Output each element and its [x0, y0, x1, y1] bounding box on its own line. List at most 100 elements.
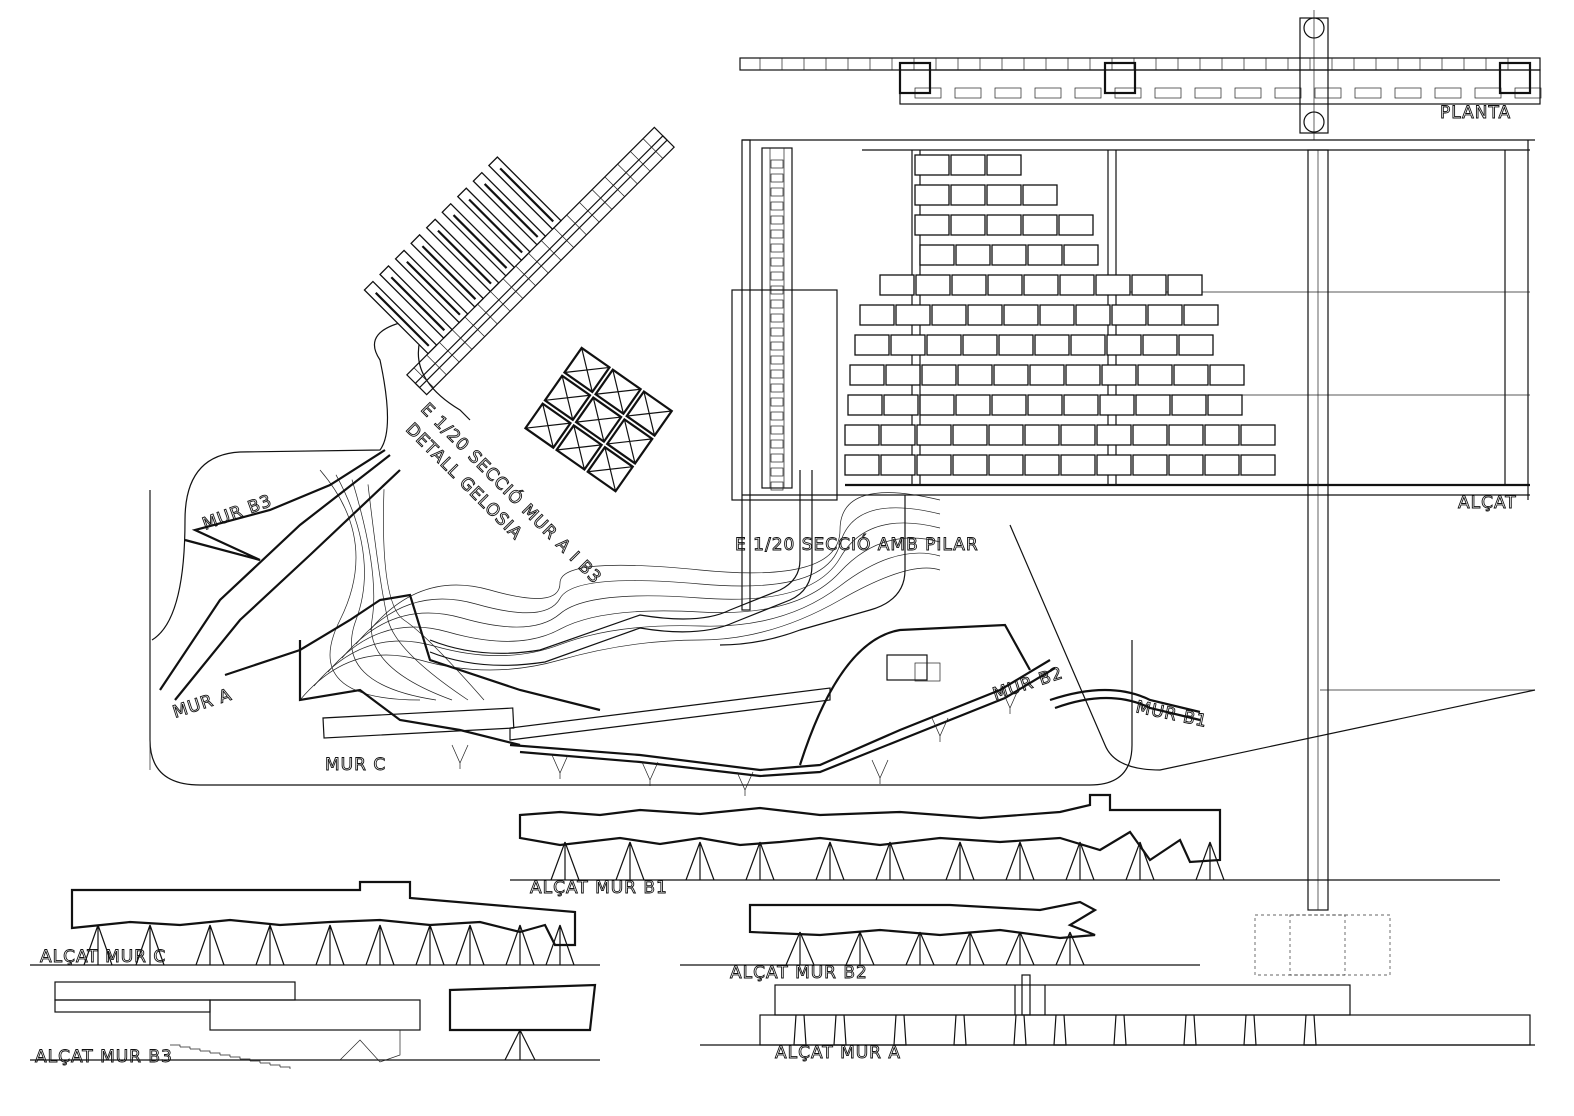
gelosia-brick — [1207, 394, 1243, 416]
c-pylon — [135, 924, 165, 966]
pillar-tick — [770, 201, 784, 211]
gelosia-cell — [625, 389, 674, 438]
ground-step — [240, 1058, 251, 1061]
wall-pillar — [551, 754, 569, 779]
gelosia-brick — [1171, 394, 1207, 416]
gelosia-brick — [987, 274, 1023, 296]
section-tick — [439, 342, 460, 363]
gelosia-brick — [844, 454, 880, 476]
contour-line — [313, 552, 941, 687]
pillar-tick — [770, 299, 784, 309]
b1-pylon — [1065, 841, 1095, 881]
gelosia-brick — [988, 454, 1024, 476]
ground-step — [260, 1062, 271, 1065]
b1-pylon — [615, 841, 645, 881]
gelosia-cross — [607, 419, 653, 464]
section-fin-core — [437, 229, 492, 285]
planta-block — [1234, 87, 1262, 99]
gelosia-brick — [1204, 424, 1240, 446]
planta-block — [1354, 87, 1382, 99]
gelosia-brick — [880, 454, 916, 476]
section-tick — [413, 367, 434, 388]
gelosia-brick — [1096, 424, 1132, 446]
mur-b1-label: MUR B1 — [1134, 697, 1209, 732]
gelosia-brick — [1240, 454, 1276, 476]
ground-step — [190, 1048, 201, 1051]
gelosia-brick — [1142, 334, 1178, 356]
gelosia-brick — [847, 394, 883, 416]
section-tick — [540, 240, 562, 261]
gelosia-brick — [951, 274, 987, 296]
gelosia-brick — [1060, 424, 1096, 446]
gelosia-brick — [1039, 304, 1075, 326]
planta-block — [1274, 87, 1302, 99]
ground-step — [180, 1046, 191, 1049]
gelosia-brick — [1034, 334, 1070, 356]
gelosia-brick — [914, 154, 950, 176]
gelosia-brick — [1027, 394, 1063, 416]
planta-block — [1434, 87, 1462, 99]
ground-step — [250, 1060, 261, 1063]
planta-block — [994, 87, 1022, 99]
gelosia-brick — [1099, 394, 1135, 416]
gelosia-brick — [950, 214, 986, 236]
gelosia-brick — [1029, 364, 1065, 386]
a-pylon — [893, 1014, 907, 1046]
gelosia-bricks — [844, 154, 1276, 476]
section-fin-core — [452, 214, 508, 269]
gelosia-brick — [986, 154, 1022, 176]
pillar-tick — [770, 355, 784, 365]
planta-block — [954, 87, 982, 99]
c-pylon — [505, 924, 535, 966]
section-fin-core — [374, 292, 430, 347]
gelosia-brick — [1095, 274, 1131, 296]
b3-pylon — [504, 1029, 536, 1061]
section-fin-core — [406, 260, 461, 316]
gelosia-brick — [1058, 214, 1094, 236]
gelosia-cross — [544, 375, 591, 420]
section-tick — [553, 227, 574, 248]
gelosia-brick — [1060, 454, 1096, 476]
pillar-tick — [770, 439, 784, 449]
b3-ground-steps — [170, 1029, 536, 1069]
gelosia-brick — [1027, 244, 1063, 266]
c-pylon — [315, 924, 345, 966]
b1-pylon — [550, 841, 580, 881]
alcat-mur-b1-label: ALÇAT MUR B1 — [530, 878, 668, 898]
gelosia-cell — [562, 346, 612, 394]
gelosia-brick — [952, 454, 988, 476]
planta-label: PLANTA — [1440, 103, 1511, 123]
alcat-mur-b2: ALÇAT MUR B2 — [680, 900, 1200, 983]
gelosia-cell — [574, 396, 623, 444]
c-pylon — [195, 924, 225, 966]
gelosia-cell — [523, 402, 573, 450]
c-pylon — [365, 924, 395, 966]
wall-pillar — [931, 717, 949, 742]
gelosia-cross — [525, 403, 571, 448]
gelosia-brick — [1063, 244, 1099, 266]
pillar-tick — [770, 397, 784, 407]
gelosia-brick — [931, 304, 967, 326]
planta-block — [1034, 87, 1062, 99]
mur-c-label: MUR C — [325, 755, 386, 775]
gelosia-brick — [859, 304, 895, 326]
pillar-tick — [770, 271, 784, 281]
b1-pylon — [1195, 841, 1225, 881]
b1-pylon — [685, 841, 715, 881]
a-pillars — [793, 974, 1317, 1046]
gelosia-brick — [1101, 364, 1137, 386]
gelosia-cell — [586, 445, 635, 493]
section-tick — [515, 265, 536, 287]
gelosia-brick — [1168, 454, 1204, 476]
mur-a-label: MUR A — [170, 685, 234, 723]
gelosia-detail-grid — [523, 346, 674, 493]
gelosia-brick — [1096, 454, 1132, 476]
gelosia-cell — [605, 417, 654, 465]
a-pylon — [1113, 1014, 1127, 1046]
c-pillars — [83, 924, 575, 966]
gelosia-brick — [998, 334, 1034, 356]
gelosia-cell — [555, 423, 604, 472]
contour-line — [299, 567, 941, 701]
mur-b3-label: MUR B3 — [200, 491, 275, 535]
a-pylon — [833, 1014, 847, 1046]
